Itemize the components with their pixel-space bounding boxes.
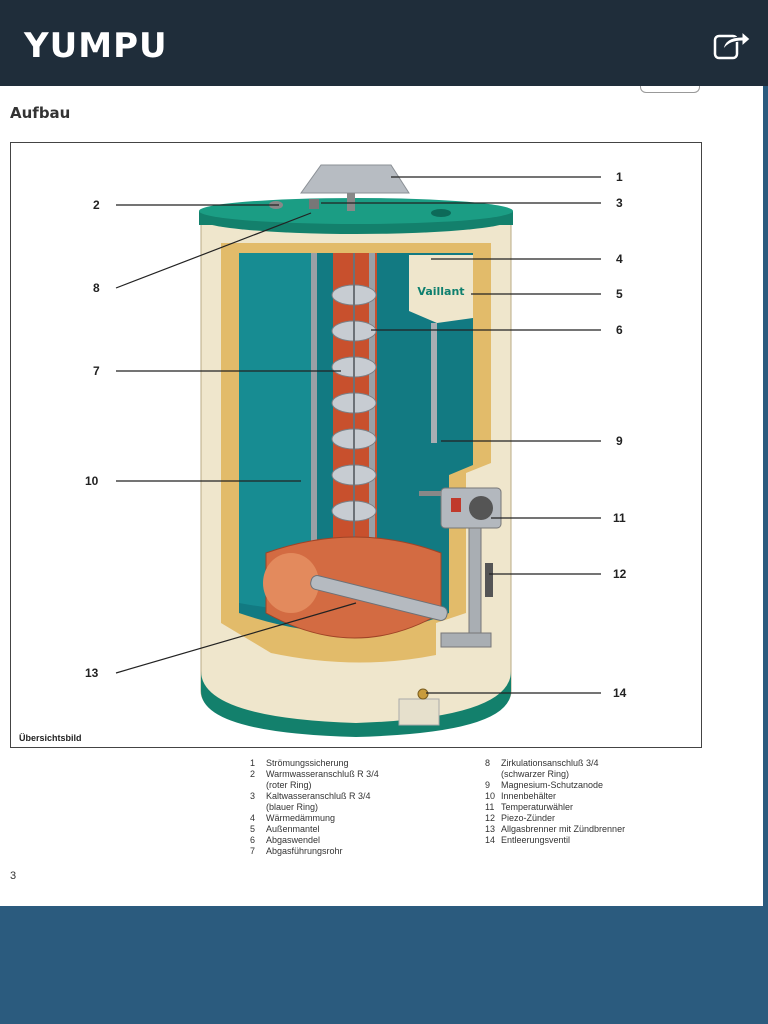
vaillant-brand-label: Vaillant xyxy=(417,285,464,298)
callout-11: 11 xyxy=(613,511,626,525)
callout-13: 13 xyxy=(85,666,99,680)
page-tab-stub xyxy=(640,86,700,93)
callout-5: 5 xyxy=(616,287,623,301)
legend-item: (blauer Ring) xyxy=(266,802,319,812)
callout-3: 3 xyxy=(616,196,623,210)
callout-12: 12 xyxy=(613,567,627,581)
callout-6: 6 xyxy=(616,323,623,337)
callout-14: 14 xyxy=(613,686,627,700)
callout-7: 7 xyxy=(93,364,100,378)
callout-4: 4 xyxy=(616,252,623,266)
page-number: 3 xyxy=(10,870,17,882)
legend-item: (schwarzer Ring) xyxy=(501,769,570,779)
figure-caption: Übersichtsbild xyxy=(19,733,82,743)
callout-2: 2 xyxy=(93,198,100,212)
callout-1: 1 xyxy=(616,170,623,184)
callout-10: 10 xyxy=(85,474,99,488)
section-heading: Aufbau xyxy=(10,104,71,122)
callout-9: 9 xyxy=(616,434,623,448)
callout-8: 8 xyxy=(93,281,100,295)
water-heater-diagram: Vaillant xyxy=(10,142,702,748)
top-bar: YUMPU xyxy=(0,0,768,86)
share-icon[interactable] xyxy=(712,26,752,62)
legend-item: (roter Ring) xyxy=(266,780,312,790)
water-heater-illustration: Vaillant xyxy=(85,164,627,737)
document-page: Aufbau Vaillant xyxy=(0,86,763,906)
yumpu-logo[interactable]: YUMPU xyxy=(24,26,168,66)
